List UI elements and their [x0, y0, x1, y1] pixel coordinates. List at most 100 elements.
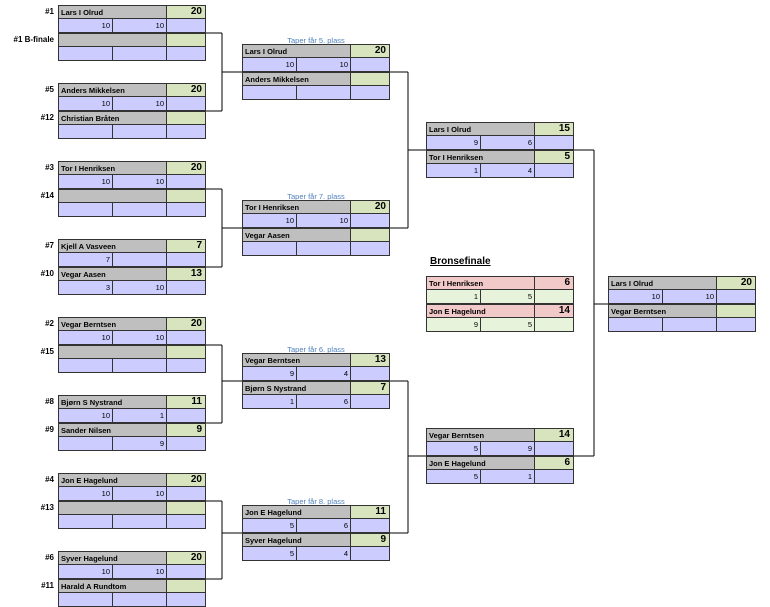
score-cell[interactable]: 5 [242, 547, 296, 561]
score-cell[interactable]: 1 [242, 395, 296, 409]
score-cell[interactable] [534, 442, 574, 456]
player-total[interactable] [350, 228, 390, 242]
score-cell[interactable] [166, 515, 206, 529]
score-cell[interactable] [112, 125, 166, 139]
player-total[interactable]: 7 [350, 381, 390, 395]
score-cell[interactable] [534, 136, 574, 150]
player-name[interactable]: Jon E Hagelund [242, 505, 350, 519]
player-total[interactable]: 5 [534, 150, 574, 164]
score-cell[interactable] [166, 125, 206, 139]
player-total[interactable]: 20 [350, 44, 390, 58]
player-total[interactable]: 7 [166, 239, 206, 253]
score-cell[interactable] [166, 331, 206, 345]
player-name[interactable]: Lars I Olrud [242, 44, 350, 58]
score-cell[interactable]: 10 [296, 214, 350, 228]
player-name[interactable]: Vegar Berntsen [242, 353, 350, 367]
player-total[interactable]: 20 [350, 200, 390, 214]
score-cell[interactable] [112, 47, 166, 61]
score-cell[interactable] [350, 395, 390, 409]
player-name[interactable]: Vegar Berntsen [426, 428, 534, 442]
score-cell[interactable]: 10 [608, 290, 662, 304]
score-cell[interactable] [350, 242, 390, 256]
score-cell[interactable] [350, 519, 390, 533]
score-cell[interactable] [112, 359, 166, 373]
score-cell[interactable] [58, 47, 112, 61]
score-cell[interactable]: 10 [58, 19, 112, 33]
player-name[interactable]: Jon E Hagelund [58, 473, 166, 487]
score-cell[interactable]: 5 [242, 519, 296, 533]
player-total[interactable]: 20 [166, 473, 206, 487]
score-cell[interactable] [166, 203, 206, 217]
score-cell[interactable] [166, 97, 206, 111]
score-cell[interactable] [58, 125, 112, 139]
score-cell[interactable] [350, 58, 390, 72]
score-cell[interactable]: 9 [242, 367, 296, 381]
score-cell[interactable] [166, 175, 206, 189]
score-cell[interactable] [58, 515, 112, 529]
score-cell[interactable]: 9 [426, 136, 480, 150]
score-cell[interactable] [58, 437, 112, 451]
score-cell[interactable]: 10 [58, 409, 112, 423]
player-name[interactable]: Vegar Berntsen [608, 304, 716, 318]
score-cell[interactable] [534, 164, 574, 178]
player-total[interactable]: 20 [166, 5, 206, 19]
player-name[interactable]: Tor I Henriksen [58, 161, 166, 175]
score-cell[interactable]: 6 [296, 519, 350, 533]
player-name[interactable]: Jon E Hagelund [426, 456, 534, 470]
score-cell[interactable] [58, 593, 112, 607]
player-total[interactable]: 9 [350, 533, 390, 547]
score-cell[interactable]: 10 [112, 19, 166, 33]
score-cell[interactable] [350, 214, 390, 228]
score-cell[interactable]: 7 [58, 253, 112, 267]
player-name[interactable]: Tor I Henriksen [426, 150, 534, 164]
score-cell[interactable]: 1 [480, 470, 534, 484]
player-name[interactable]: Tor I Henriksen [242, 200, 350, 214]
player-total[interactable] [350, 72, 390, 86]
score-cell[interactable]: 4 [480, 164, 534, 178]
player-name[interactable]: Lars I Olrud [58, 5, 166, 19]
player-total[interactable]: 13 [166, 267, 206, 281]
score-cell[interactable] [166, 359, 206, 373]
score-cell[interactable] [112, 515, 166, 529]
score-cell[interactable] [350, 86, 390, 100]
score-cell[interactable] [350, 547, 390, 561]
score-cell[interactable] [58, 203, 112, 217]
score-cell[interactable] [716, 318, 756, 332]
score-cell[interactable]: 1 [426, 164, 480, 178]
player-name[interactable]: Syver Hagelund [58, 551, 166, 565]
score-cell[interactable]: 5 [426, 442, 480, 456]
player-total[interactable] [166, 579, 206, 593]
player-total[interactable]: 20 [166, 161, 206, 175]
score-cell[interactable]: 6 [296, 395, 350, 409]
player-total[interactable] [166, 111, 206, 125]
score-cell[interactable] [166, 19, 206, 33]
player-total[interactable]: 6 [534, 456, 574, 470]
player-total[interactable]: 11 [166, 395, 206, 409]
player-name[interactable]: Anders Mikkelsen [242, 72, 350, 86]
player-total[interactable]: 9 [166, 423, 206, 437]
player-name[interactable]: Vegar Aasen [242, 228, 350, 242]
score-cell[interactable] [166, 487, 206, 501]
score-cell[interactable] [716, 290, 756, 304]
score-cell[interactable] [242, 86, 296, 100]
score-cell[interactable] [166, 47, 206, 61]
score-cell[interactable]: 1 [112, 409, 166, 423]
score-cell[interactable]: 5 [426, 470, 480, 484]
player-total[interactable]: 11 [350, 505, 390, 519]
score-cell[interactable] [608, 318, 662, 332]
player-name[interactable]: Tor I Henriksen [426, 276, 534, 290]
score-cell[interactable]: 10 [112, 331, 166, 345]
player-name[interactable] [58, 501, 166, 515]
player-total[interactable]: 20 [166, 83, 206, 97]
score-cell[interactable] [350, 367, 390, 381]
score-cell[interactable]: 1 [426, 290, 480, 304]
score-cell[interactable]: 10 [112, 281, 166, 295]
score-cell[interactable] [534, 318, 574, 332]
player-total[interactable] [166, 345, 206, 359]
player-name[interactable] [58, 345, 166, 359]
score-cell[interactable] [166, 409, 206, 423]
player-total[interactable]: 15 [534, 122, 574, 136]
score-cell[interactable]: 5 [480, 290, 534, 304]
score-cell[interactable]: 10 [58, 565, 112, 579]
score-cell[interactable]: 4 [296, 367, 350, 381]
